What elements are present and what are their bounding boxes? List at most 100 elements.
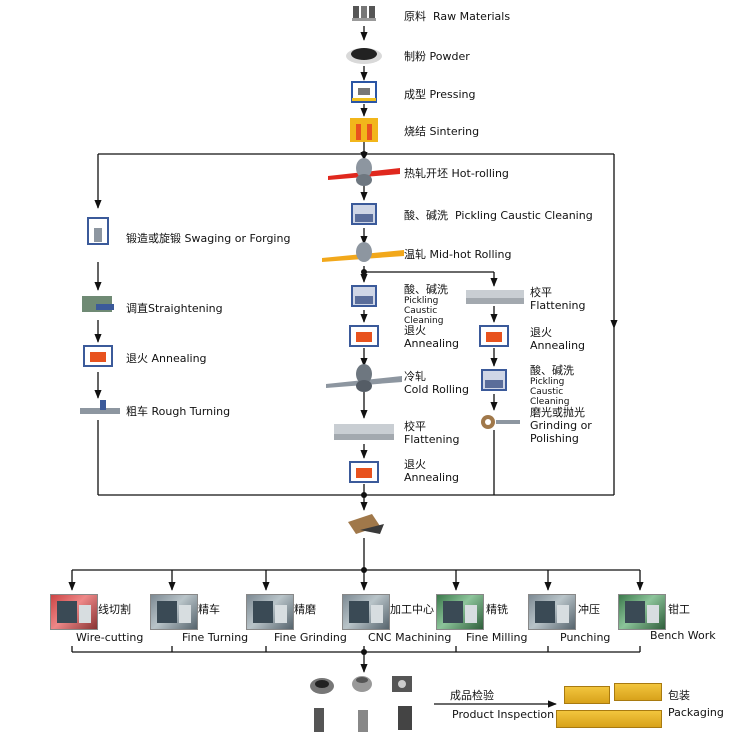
label-zh: 退火 <box>126 352 148 365</box>
bench-work-photo <box>618 594 666 630</box>
furnace-icon <box>350 118 378 142</box>
label-zh: 退火 <box>530 326 552 339</box>
label-grinding: 磨光或抛光 Grinding or Polishing <box>530 406 602 445</box>
label-straightening: 调直Straightening <box>126 302 223 315</box>
hot-rolling-icon <box>328 158 400 186</box>
label-pickling-1: 酸、碱洗 Pickling Caustic Cleaning <box>404 209 593 222</box>
flattening-icon <box>334 424 394 440</box>
machining-en-label: Bench Work <box>650 629 716 642</box>
label-en: Hot-rolling <box>451 167 509 180</box>
rough-turning-icon <box>80 400 120 414</box>
label-zh: 成型 <box>404 88 426 101</box>
machining-en-label: CNC Machining <box>368 631 452 644</box>
label-swaging: 锻造或旋锻 Swaging or Forging <box>126 232 290 245</box>
machining-en-label: Wire-cutting <box>76 631 144 644</box>
pickling-tank-icon <box>351 285 377 307</box>
label-en: Pressing <box>429 88 476 101</box>
label-zh: 热轧开坯 <box>404 167 448 180</box>
label-zh: 磨光或抛光 <box>530 406 585 419</box>
flattening-icon <box>466 290 524 304</box>
forging-press-icon <box>87 217 109 245</box>
machining-zh-label: 线切割 <box>98 603 131 616</box>
label-flattening-right: 校平 Flattening <box>530 286 586 312</box>
label-annealing-right: 退火 Annealing <box>530 326 585 352</box>
package-box-icon <box>564 686 610 704</box>
label-zh: 退火 <box>404 458 426 471</box>
label-zh: 调直 <box>126 302 148 315</box>
label-en: Annealing <box>404 337 460 350</box>
junction-dot <box>361 567 367 573</box>
fine-milling-photo <box>436 594 484 630</box>
wire-cutting-photo <box>50 594 98 630</box>
label-en: Flattening <box>530 299 586 312</box>
label-annealing-mid-2: 退火 Annealing <box>404 458 459 484</box>
label-en: Swaging or Forging <box>184 232 291 245</box>
label-en: Raw Materials <box>433 10 511 23</box>
label-zh: 温轧 <box>404 248 426 261</box>
annealing-furnace-icon <box>349 325 379 347</box>
label-zh: 校平 <box>404 420 426 433</box>
package-box-icon <box>614 683 662 701</box>
junction-dot <box>361 269 367 275</box>
label-zh: 锻造或旋锻 <box>126 232 181 245</box>
label-zh: 冷轧 <box>404 370 426 383</box>
label-raw-materials: 原料 Raw Materials <box>404 10 510 23</box>
grinding-wheel-icon <box>481 415 520 429</box>
label-en: Sintering <box>429 125 480 138</box>
machining-zh-label: 加工中心 <box>390 603 434 616</box>
machining-en-label: Fine Grinding <box>274 631 347 644</box>
punching-photo <box>528 594 576 630</box>
label-annealing-left: 退火 Annealing <box>126 352 207 365</box>
label-en: Mid-hot Rolling <box>429 248 512 261</box>
junction-dot <box>361 649 367 655</box>
press-icon <box>351 81 377 103</box>
label-hot-rolling: 热轧开坯 Hot-rolling <box>404 167 509 180</box>
annealing-furnace-icon <box>349 461 379 483</box>
label-pickling-3: 酸、碱洗 Pickling Caustic Cleaning <box>530 364 600 407</box>
label-zh: 原料 <box>404 10 426 23</box>
junction-dot <box>361 492 367 498</box>
packaging-zh-label: 包装 <box>668 689 690 702</box>
label-en: Pickling Caustic Cleaning <box>455 209 593 222</box>
straightening-machine-icon <box>82 296 114 312</box>
inspection-zh-label: 成品检验 <box>450 689 494 702</box>
label-en: Pickling Caustic Cleaning <box>530 377 570 407</box>
label-zh: 粗车 <box>126 405 148 418</box>
label-sintering: 烧结 Sintering <box>404 125 479 138</box>
label-en: Rough Turning <box>151 405 231 418</box>
machining-en-label: Fine Turning <box>182 631 249 644</box>
annealing-furnace-icon <box>479 325 509 347</box>
annealing-furnace-icon <box>83 345 113 367</box>
label-annealing-mid-1: 退火 Annealing <box>404 324 459 350</box>
machining-zh-label: 精铣 <box>486 603 508 616</box>
tooling-icon <box>348 514 384 534</box>
label-zh: 烧结 <box>404 125 426 138</box>
label-pressing: 成型 Pressing <box>404 88 475 101</box>
label-zh: 退火 <box>404 324 426 337</box>
cold-rolling-icon <box>326 364 402 392</box>
inspection-en-label: Product Inspection <box>452 708 555 721</box>
machining-zh-label: 精车 <box>198 603 220 616</box>
label-en: Annealing <box>151 352 207 365</box>
machining-zh-label: 钳工 <box>668 603 690 616</box>
cnc-machining-photo <box>342 594 390 630</box>
label-en: Cold Rolling <box>404 383 469 396</box>
label-flattening-mid: 校平 Flattening <box>404 420 460 446</box>
mid-hot-rolling-icon <box>322 242 404 262</box>
label-zh: 酸、碱洗 <box>404 283 448 296</box>
label-zh: 校平 <box>530 286 552 299</box>
machining-en-label: Fine Milling <box>466 631 528 644</box>
pickling-tank-icon <box>481 369 507 391</box>
label-zh: 酸、碱洗 <box>404 209 448 222</box>
label-rough-turning: 粗车 Rough Turning <box>126 405 230 418</box>
label-en: Powder <box>429 50 470 63</box>
finished-parts-icon <box>310 676 412 732</box>
pickling-tank-icon <box>351 203 377 225</box>
package-box-icon <box>556 710 662 728</box>
label-en: Pickling Caustic Cleaning <box>404 296 444 326</box>
junction-dot <box>361 151 367 157</box>
label-powder: 制粉 Powder <box>404 50 470 63</box>
fine-turning-photo <box>150 594 198 630</box>
